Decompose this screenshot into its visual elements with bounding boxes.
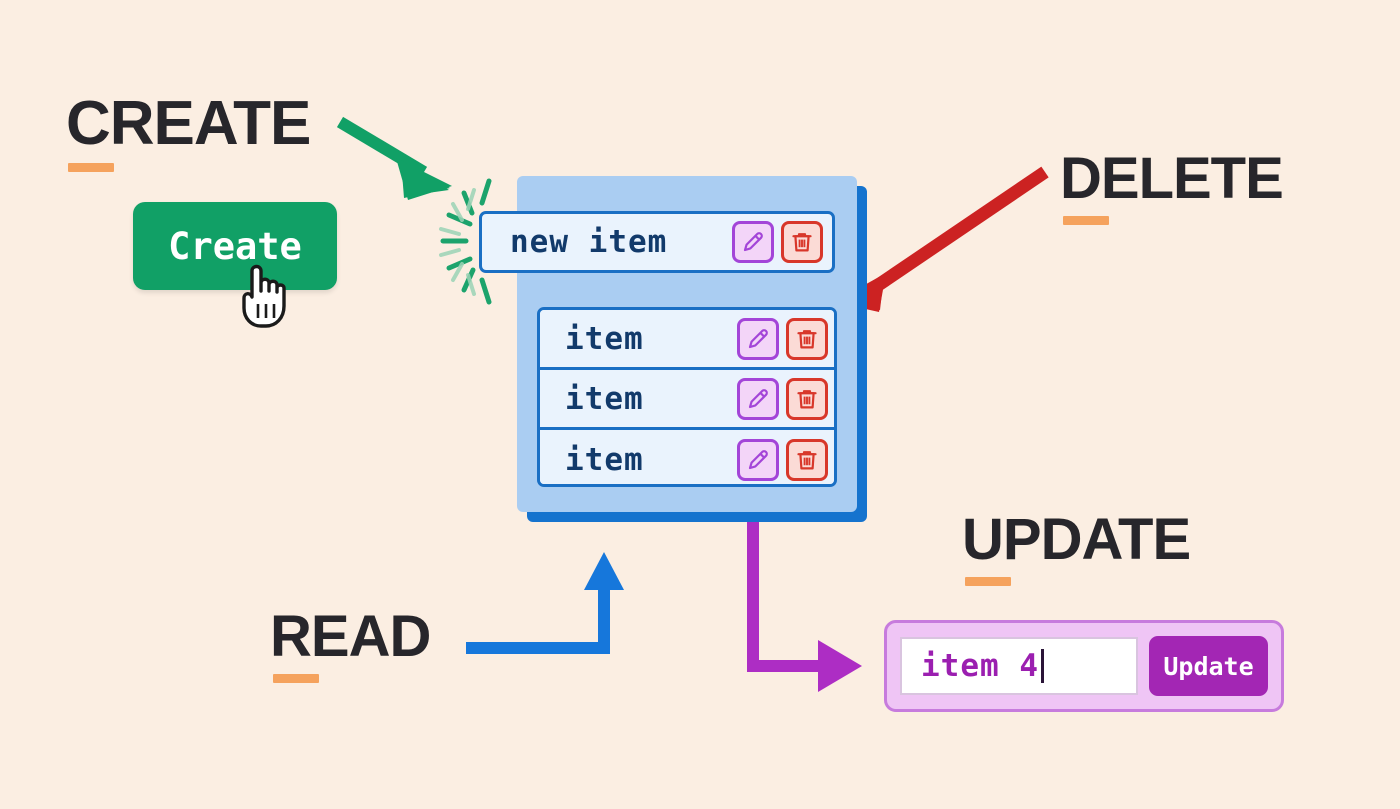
delete-heading-text: DELETE — [1060, 146, 1284, 211]
edit-button[interactable] — [737, 439, 779, 481]
pencil-icon — [743, 232, 763, 252]
create-heading-underline — [68, 163, 114, 172]
trash-icon — [797, 329, 817, 348]
update-panel: item 4 Update — [884, 620, 1284, 712]
list-row-label: item — [565, 442, 644, 478]
update-button[interactable]: Update — [1149, 636, 1268, 696]
text-caret — [1040, 649, 1044, 683]
list-row[interactable]: item — [540, 430, 834, 484]
read-arrow-icon — [466, 552, 624, 654]
delete-heading: DELETE — [1060, 150, 1284, 225]
pencil-icon — [748, 450, 768, 470]
create-button-label: Create — [168, 224, 302, 268]
delete-button[interactable] — [781, 221, 823, 263]
read-heading-text: READ — [270, 604, 431, 669]
create-heading: CREATE — [66, 93, 311, 172]
list-row[interactable]: item — [540, 310, 834, 370]
list-row-label: new item — [510, 224, 668, 260]
update-input[interactable]: item 4 — [900, 637, 1138, 695]
edit-button[interactable] — [737, 377, 779, 420]
list-row[interactable]: item — [540, 370, 834, 430]
delete-heading-underline — [1063, 216, 1109, 225]
list-row-label: item — [565, 380, 644, 417]
trash-icon — [792, 233, 812, 252]
trash-icon — [797, 389, 817, 408]
list-row-label: item — [565, 320, 644, 357]
create-heading-text: CREATE — [66, 89, 311, 158]
delete-button[interactable] — [786, 439, 828, 481]
read-heading-underline — [273, 674, 319, 683]
update-heading: UPDATE — [962, 511, 1191, 586]
update-button-label: Update — [1163, 651, 1254, 681]
update-heading-text: UPDATE — [962, 507, 1191, 572]
create-arrow-icon — [336, 116, 452, 200]
edit-button[interactable] — [732, 221, 774, 263]
delete-button[interactable] — [786, 377, 828, 420]
edit-button[interactable] — [737, 317, 779, 360]
delete-button[interactable] — [786, 317, 828, 360]
sparkle-burst-secondary-icon — [439, 188, 476, 296]
list-rows-group: item item — [537, 307, 837, 487]
update-input-value: item 4 — [921, 648, 1039, 684]
pencil-icon — [748, 328, 768, 348]
list-row-new-item[interactable]: new item — [479, 211, 835, 273]
create-button[interactable]: Create — [133, 202, 337, 290]
update-heading-underline — [965, 577, 1011, 586]
trash-icon — [797, 451, 817, 470]
pencil-icon — [748, 388, 768, 408]
read-heading: READ — [270, 608, 431, 683]
